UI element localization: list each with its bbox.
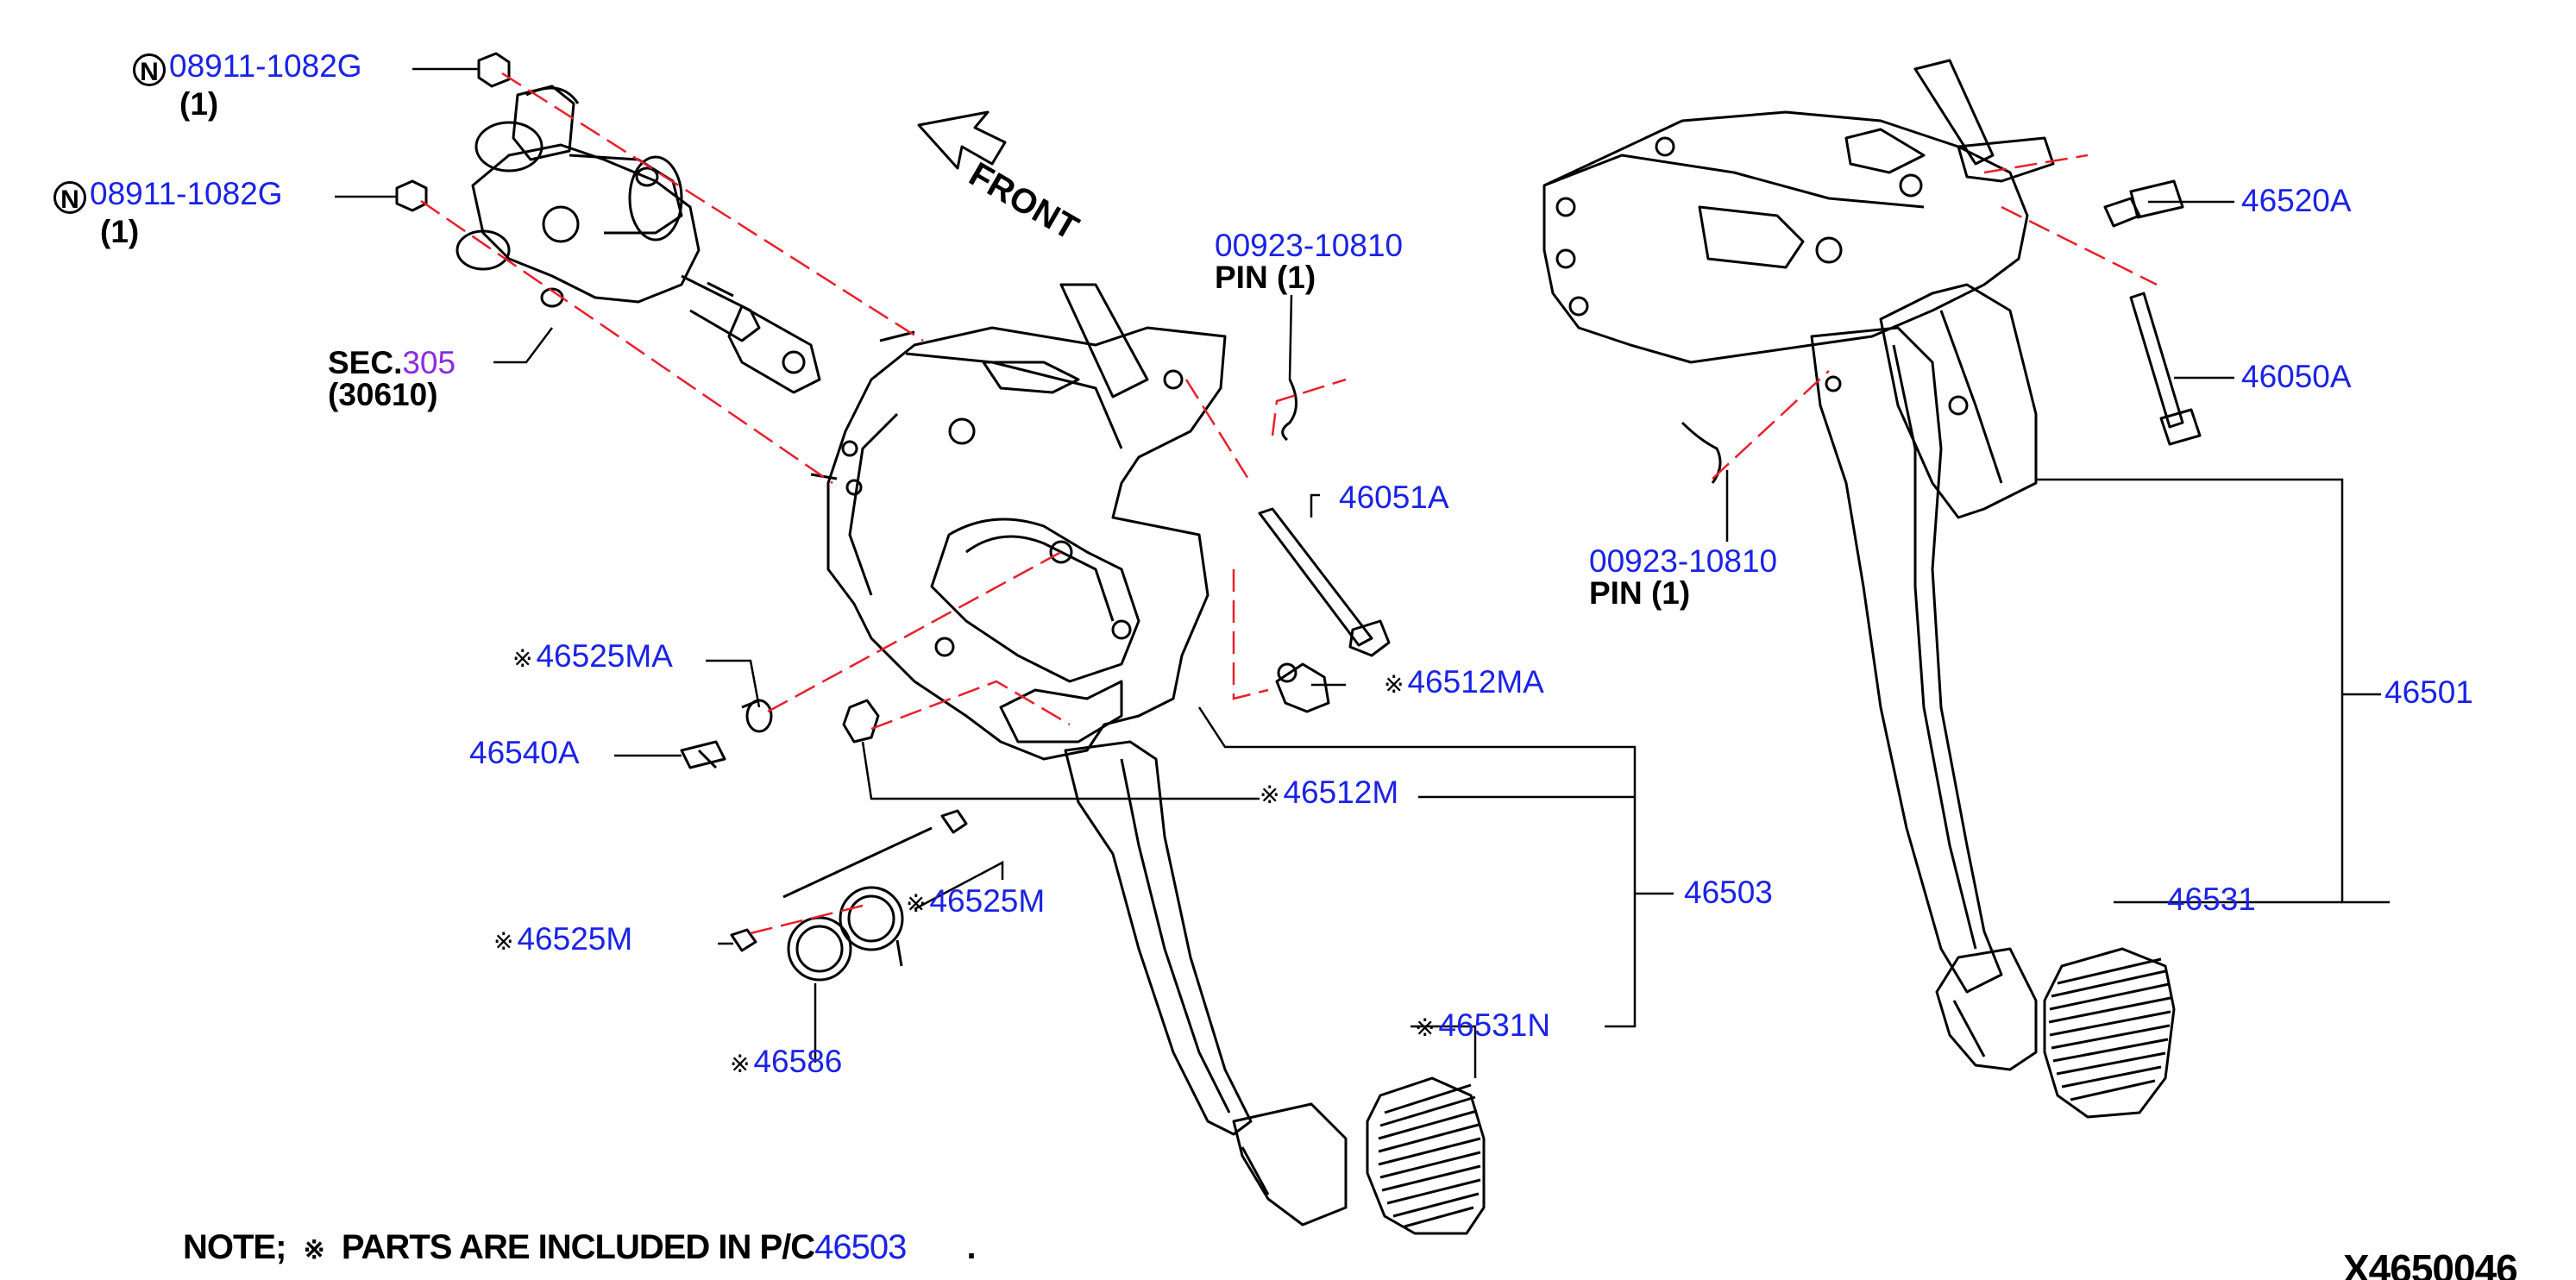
included-mark: ※ xyxy=(1260,781,1280,808)
part-number: 46525M xyxy=(517,921,633,957)
figure-number: X4650046 xyxy=(2343,1246,2518,1280)
note-line: NOTE; ※ PARTS ARE INCLUDED IN P/C46503 . xyxy=(183,1228,977,1267)
included-mark: ※ xyxy=(906,890,927,917)
clutch-pedal-arm-drawing xyxy=(1064,740,1348,1227)
note-suffix: . xyxy=(966,1228,977,1266)
clutch-pedal-bracket-drawing xyxy=(810,283,1227,761)
callout-pin-right[interactable]: 00923-10810 PIN (1) xyxy=(1589,545,1777,609)
part-number: 00923-10810 xyxy=(1589,543,1778,579)
part-number: 46520A xyxy=(2241,183,2352,218)
leader-lines xyxy=(335,67,2390,1078)
part-number: 08911-1082G xyxy=(90,176,283,211)
callout-pin-left[interactable]: 00923-10810 PIN (1) xyxy=(1215,229,1403,293)
part-number: 46525M xyxy=(929,883,1046,919)
part-number: 46540A xyxy=(469,735,580,770)
part-number: 46586 xyxy=(753,1044,843,1079)
section-sub-number: (30610) xyxy=(328,377,438,412)
section-prefix: SEC. xyxy=(328,345,403,380)
included-mark: ※ xyxy=(512,645,533,672)
callout-brake-pedal-46501[interactable]: 46501 xyxy=(2384,676,2473,708)
callout-section-reference[interactable]: SEC.305 (30610) xyxy=(328,347,456,411)
section-number: 305 xyxy=(402,345,456,380)
included-mark: ※ xyxy=(1415,1014,1436,1041)
callout-clutch-pedal-46503[interactable]: 46503 xyxy=(1684,876,1773,908)
callout-pad-46531[interactable]: 46531 xyxy=(2167,883,2256,915)
included-mark: ※ xyxy=(493,928,514,955)
clutch-pad-drawing xyxy=(1366,1076,1486,1235)
callout-bushing-46525M-left[interactable]: ※46525M xyxy=(493,923,632,955)
n-badge-icon: N xyxy=(53,181,86,214)
part-number: 46050A xyxy=(2241,359,2352,394)
note-text: PARTS ARE INCLUDED IN P/C xyxy=(341,1228,815,1266)
included-mark: ※ xyxy=(1384,671,1404,698)
brake-pedal-bracket-drawing xyxy=(1542,59,2055,519)
note-part-number: 46503 xyxy=(814,1228,907,1266)
callout-clip-46512MA[interactable]: ※46512MA xyxy=(1384,666,1544,698)
part-number: 46512MA xyxy=(1407,664,1544,700)
part-number: 46051A xyxy=(1339,480,1449,515)
n-badge-icon: N xyxy=(133,53,166,86)
part-number: 46501 xyxy=(2384,675,2473,710)
callout-pad-46531N[interactable]: ※46531N xyxy=(1415,1009,1550,1041)
part-number: 08911-1082G xyxy=(169,48,362,84)
callout-bushing-46525MA[interactable]: ※46525MA xyxy=(512,640,673,672)
callout-spring-46586[interactable]: ※46586 xyxy=(730,1045,842,1077)
callout-bolt-46051A[interactable]: 46051A xyxy=(1339,481,1449,513)
pin-label: PIN (1) xyxy=(1215,260,1316,295)
included-mark: ※ xyxy=(730,1051,751,1077)
part-number: 46512M xyxy=(1283,775,1399,810)
front-arrow-drawing xyxy=(917,110,1007,170)
callout-bolt-46050A[interactable]: 46050A xyxy=(2241,361,2352,392)
pin-label: PIN (1) xyxy=(1589,575,1691,611)
part-number: 46531N xyxy=(1438,1007,1551,1043)
part-number: 46503 xyxy=(1684,875,1773,910)
quantity: (1) xyxy=(100,214,140,249)
note-prefix: NOTE; xyxy=(183,1228,286,1266)
callout-bolt-46520A[interactable]: 46520A xyxy=(2241,185,2352,216)
small-parts-drawing xyxy=(395,52,1391,982)
brake-pad-drawing xyxy=(2043,947,2176,1119)
quantity: (1) xyxy=(179,86,219,122)
callout-pin-46540A[interactable]: 46540A xyxy=(469,737,580,769)
brake-pedal-arm-drawing xyxy=(1810,326,2038,1071)
callout-stopper-46512M[interactable]: ※46512M xyxy=(1260,776,1398,808)
part-number: 00923-10810 xyxy=(1215,228,1404,263)
part-number: 46531 xyxy=(2167,882,2256,917)
note-mark: ※ xyxy=(303,1236,325,1264)
part-number: 46525MA xyxy=(536,638,673,674)
callout-bushing-46525M-right[interactable]: ※46525M xyxy=(906,885,1045,917)
dashed-reference-lines xyxy=(420,72,2158,935)
